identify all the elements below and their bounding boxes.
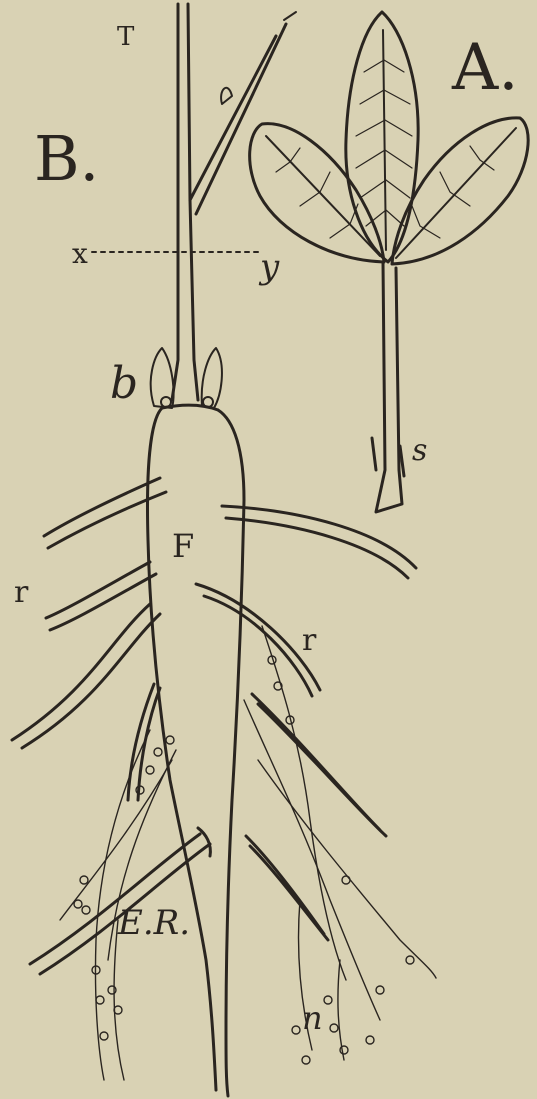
label-root-r-left: r — [14, 578, 28, 608]
branch-tip — [284, 12, 296, 20]
stem-left-edge — [172, 4, 178, 400]
label-stipule-s: s — [412, 436, 427, 466]
leaflet-center — [346, 12, 418, 262]
label-section-x: x — [72, 240, 88, 268]
leaf-petiole — [376, 262, 402, 512]
label-part-a: A. — [452, 36, 519, 100]
label-part-b: B. — [34, 128, 99, 190]
leaflet-left — [250, 124, 384, 262]
buds — [151, 348, 222, 408]
nodules — [74, 656, 414, 1064]
label-bud-b: b — [110, 362, 138, 406]
fine-rootlets — [60, 626, 436, 1080]
taproot-crown — [162, 405, 218, 410]
branch-bud — [221, 88, 232, 104]
label-root-r-right: r — [302, 626, 316, 656]
branch — [190, 24, 286, 214]
label-stem-t: T — [117, 24, 134, 50]
stem-right-edge — [188, 4, 198, 400]
taproot-left-edge — [148, 408, 216, 1090]
label-section-y: y — [260, 250, 279, 284]
stem — [172, 4, 296, 400]
label-nodules-n: n — [302, 1002, 323, 1034]
leaflet-center-midrib — [383, 30, 386, 250]
taproot-right-edge — [218, 410, 244, 1096]
label-er: E.R. — [118, 906, 190, 940]
label-taproot-f: F — [172, 530, 194, 562]
lateral-roots — [12, 478, 416, 974]
